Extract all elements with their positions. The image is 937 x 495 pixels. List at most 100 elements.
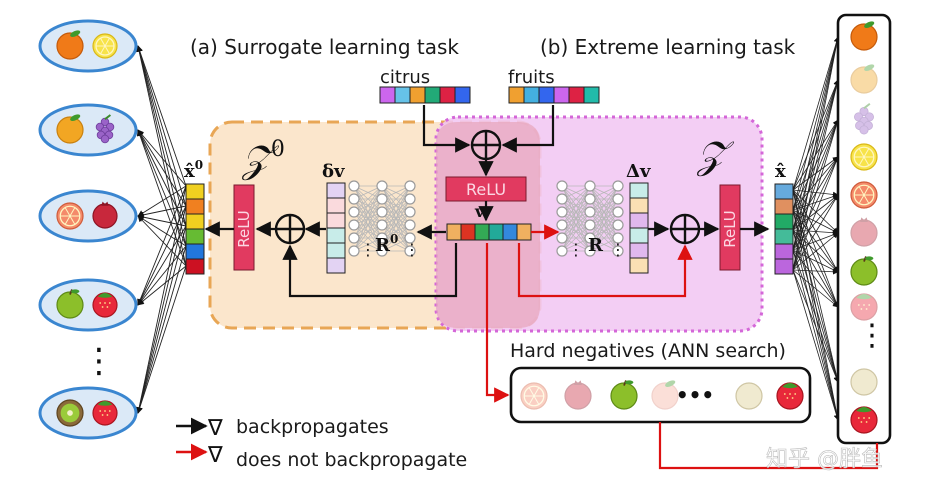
slice-segment <box>528 395 535 405</box>
right-column-ellipsis: ⋮ <box>857 318 887 353</box>
surrogate-delta-v-vector <box>326 182 346 274</box>
apple-icon <box>850 256 878 286</box>
slice-segment <box>858 194 865 204</box>
vector-cell <box>774 243 794 260</box>
seed <box>783 393 786 395</box>
fanout-line <box>136 45 187 247</box>
seed <box>794 393 797 395</box>
apple-body <box>850 258 878 286</box>
vector-cell <box>774 183 794 200</box>
network-node <box>612 180 624 192</box>
slice-segment <box>533 395 540 405</box>
fanout-line <box>792 209 840 421</box>
fanout-line <box>792 156 839 191</box>
r0-dots-right: ⋮ <box>404 240 420 259</box>
grape-berry <box>859 125 869 135</box>
grape-stem <box>863 102 871 110</box>
seed <box>857 304 860 306</box>
network-node <box>404 193 416 205</box>
network-edge <box>589 224 619 252</box>
fanout-line <box>137 129 187 227</box>
slice-segment <box>858 156 865 166</box>
kiwi-core <box>67 410 73 416</box>
grapefruit-icon <box>850 181 878 209</box>
slice-segment <box>863 148 870 158</box>
fanout-line <box>792 36 840 211</box>
vector-cell <box>629 242 649 259</box>
r0-label: R0 <box>375 232 398 256</box>
fanout-line <box>792 36 840 231</box>
strawberry-icon <box>850 406 878 434</box>
vector-cell <box>454 86 471 104</box>
fanout-line <box>792 119 839 211</box>
network-edge <box>353 185 383 226</box>
fanout-line <box>792 194 839 231</box>
grape-berry <box>855 121 865 131</box>
left-fanout-arrows <box>136 45 187 414</box>
mango-body <box>56 116 84 144</box>
shared-relu-label: ReLU <box>466 180 506 199</box>
fanout-line <box>136 129 187 267</box>
vector-cell <box>326 182 346 199</box>
fanout-line <box>136 265 187 414</box>
vector-cell <box>326 242 346 259</box>
slice-segment <box>64 215 71 225</box>
fanout-line <box>792 156 839 271</box>
leaf <box>864 64 875 71</box>
fanout-line <box>136 45 187 227</box>
network-edge <box>561 211 591 252</box>
leaf <box>665 380 676 387</box>
pomegranate-icon <box>850 217 878 247</box>
fanout-line <box>136 45 187 207</box>
fanout-line <box>792 209 839 308</box>
surrogate-delta-v-label: δv <box>322 161 345 182</box>
network-edge <box>381 185 411 213</box>
network-node <box>584 219 596 231</box>
pomegranate-icon <box>92 201 118 229</box>
r-label: R <box>588 235 604 256</box>
fanout-line <box>792 209 840 383</box>
network-node <box>584 180 596 192</box>
leaf <box>70 30 81 37</box>
fanout-line <box>792 119 839 231</box>
seed <box>106 306 109 308</box>
slice-rind <box>523 385 545 407</box>
network-node <box>348 180 360 192</box>
fanout-line <box>792 269 840 421</box>
grapefruit-icon <box>520 382 548 410</box>
right-fruit-column-frame <box>836 13 892 445</box>
apple-body <box>610 382 638 410</box>
fanout-line <box>792 269 839 308</box>
network-node <box>584 206 596 218</box>
grape-icon <box>95 114 115 144</box>
fanout-line <box>137 185 187 217</box>
fanout-line <box>136 185 187 414</box>
network-edge <box>381 198 411 252</box>
network-edge <box>589 185 619 239</box>
top-sum-node <box>470 129 502 161</box>
mango-icon <box>56 114 84 144</box>
extreme-relu-label: ReLU <box>721 210 739 248</box>
vector-cell <box>629 227 649 244</box>
citrus-vector <box>379 86 471 104</box>
r-dots-right: ⋮ <box>610 240 626 259</box>
grape-stem <box>104 114 112 120</box>
extreme-skip-connection <box>517 243 693 298</box>
network-edge <box>381 185 411 239</box>
seed <box>108 302 111 304</box>
vector-cell <box>629 182 649 199</box>
slice-rind <box>95 36 115 56</box>
fanout-line <box>137 185 187 306</box>
mango-icon <box>850 64 878 94</box>
leaf <box>856 294 872 300</box>
network-node <box>404 245 416 257</box>
vector-cell <box>185 183 205 200</box>
network-node <box>376 193 388 205</box>
fanout-line <box>792 189 839 308</box>
vector-cell <box>523 86 540 104</box>
network-node <box>348 232 360 244</box>
seed <box>860 421 863 423</box>
vector-cell <box>185 198 205 215</box>
seed <box>101 306 104 308</box>
v-label: v <box>474 202 485 221</box>
